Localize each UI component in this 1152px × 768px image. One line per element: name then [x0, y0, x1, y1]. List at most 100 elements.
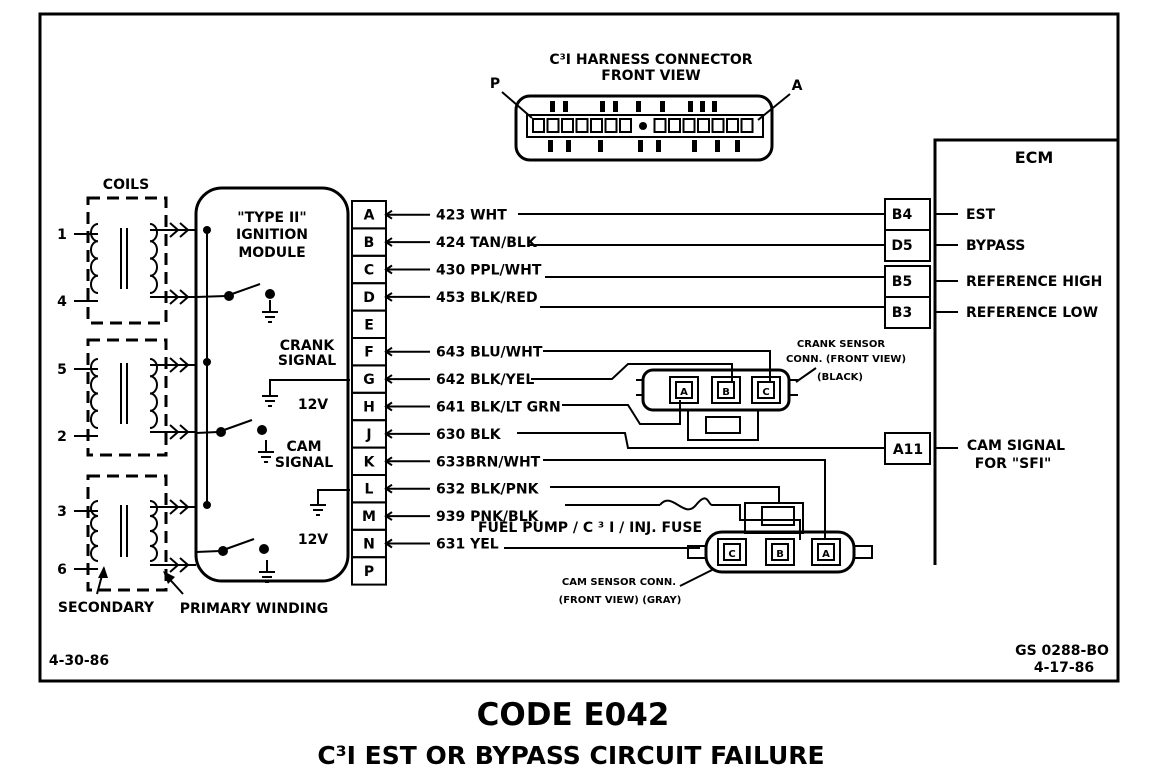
connector-terminal-top [550, 101, 555, 112]
coil-terminal-number: 5 [57, 362, 67, 378]
ground-symbol [258, 451, 274, 463]
ecm-terminal-code: B4 [892, 207, 913, 223]
wire-route [562, 400, 681, 425]
module-pin-label: J [365, 427, 371, 443]
page-title: CODE E042 [477, 697, 670, 733]
module-pin-label: B [364, 235, 375, 251]
cam-signal-label-2: FOR "SFI" [975, 456, 1052, 472]
crank-sensor-pin: B [722, 387, 730, 398]
module-pin-label: C [364, 263, 374, 279]
connector-label-a: A [792, 78, 803, 94]
wire-label: 939 PNK/BLK [436, 509, 540, 525]
voltage-12v-a: 12V [298, 397, 328, 413]
connector-terminal-bottom [656, 140, 661, 152]
module-pin-label: F [364, 345, 374, 361]
terminal-chevron [169, 289, 190, 305]
module-pin-label: L [365, 482, 374, 498]
ground-symbol [310, 504, 326, 516]
date-left: 4-30-86 [49, 653, 109, 669]
voltage-12v-b: 12V [298, 532, 328, 548]
coil-terminal-number: 6 [57, 562, 67, 578]
module-pin-label: P [364, 564, 374, 580]
connector-cavity [532, 118, 545, 133]
connector-terminal-bottom [715, 140, 720, 152]
connector-title-1: C³I HARNESS CONNECTOR [549, 52, 752, 68]
ecm-signal-label: REFERENCE LOW [966, 305, 1098, 321]
ecm-cam-code: A11 [893, 442, 923, 458]
wire-label: 423 WHT [436, 208, 507, 224]
module-pin-label: A [364, 208, 375, 224]
connector-cavity [590, 118, 603, 133]
crank-sensor-pin: A [680, 387, 688, 398]
coil-terminal-number: 2 [57, 429, 67, 445]
terminal-chevron [169, 222, 190, 238]
cam-sensor-pin: B [776, 549, 784, 560]
wire-label: 631 YEL [436, 537, 499, 553]
coil-pack [74, 338, 196, 457]
connector-cavity [711, 118, 725, 133]
connector-cavity [575, 118, 589, 133]
wire-route [565, 504, 801, 540]
connector-terminal-top [636, 101, 641, 112]
module-pin [351, 556, 387, 586]
connector-terminal-bottom [692, 140, 697, 152]
connector-cavity [561, 118, 574, 133]
ref-code: GS 0288-BO [1015, 643, 1109, 659]
secondary-winding [90, 223, 99, 294]
coil-terminal-number: 4 [57, 294, 67, 310]
connector-terminal-top [700, 101, 705, 112]
terminal-chevron [169, 499, 190, 515]
ecm-signal-label: EST [966, 207, 996, 223]
module-pin-label: M [362, 509, 376, 525]
crank-signal-1: CRANK [280, 338, 336, 354]
primary-winding [149, 358, 158, 429]
wire-label: 641 BLK/LT GRN [436, 400, 561, 416]
coil-terminal-number: 3 [57, 504, 67, 520]
cam-signal-2: SIGNAL [275, 455, 333, 471]
connector-cavity [604, 118, 618, 133]
terminal-chevron [169, 357, 190, 373]
cam-sensor-pin: C [728, 549, 735, 560]
crank-sensor-pin: C [762, 387, 769, 398]
connector-terminal-top [563, 101, 568, 112]
module-title-2: IGNITION [236, 227, 308, 243]
coil-pack [74, 474, 196, 592]
driver-switch [195, 283, 275, 301]
connector-cavity [653, 118, 667, 133]
driver-switch [195, 538, 269, 556]
connector-terminal-bottom [638, 140, 643, 152]
module-pin-label: G [363, 372, 375, 388]
wire-label: 632 BLK/PNK [436, 482, 540, 498]
ecm-terminal-code: B3 [892, 305, 912, 321]
primary-winding [149, 500, 158, 562]
primary-winding-label: PRIMARY WINDING [180, 601, 328, 617]
wire-route [543, 459, 826, 540]
connector-terminal-bottom [598, 140, 603, 152]
secondary-winding [90, 500, 99, 562]
wire-label: 643 BLU/WHT [436, 345, 543, 361]
crank-sensor-label-1: CRANK SENSOR [797, 339, 885, 350]
connector-terminal-top [712, 101, 717, 112]
connector-title-2: FRONT VIEW [601, 68, 700, 84]
connector-cavity [740, 118, 754, 133]
connector-terminal-top [613, 101, 618, 112]
connector-cavity [682, 118, 696, 133]
wire-route [543, 350, 771, 382]
ground-symbol [262, 395, 278, 407]
ecm-title: ECM [1015, 148, 1054, 167]
coils-title: COILS [103, 177, 149, 193]
connector-cavity [619, 118, 632, 133]
driver-switch [195, 419, 267, 437]
connector-center-key [639, 122, 647, 130]
secondary-winding [90, 358, 99, 429]
connector-cavity [697, 118, 710, 133]
connector-terminal-top [600, 101, 605, 112]
ecm-signal-label: REFERENCE HIGH [966, 274, 1102, 290]
wire-label: 453 BLK/RED [436, 290, 538, 306]
connector-terminal-bottom [735, 140, 740, 152]
cam-sensor-pin: A [822, 549, 830, 560]
crank-sensor-label-2: CONN. (FRONT VIEW) [786, 354, 906, 365]
